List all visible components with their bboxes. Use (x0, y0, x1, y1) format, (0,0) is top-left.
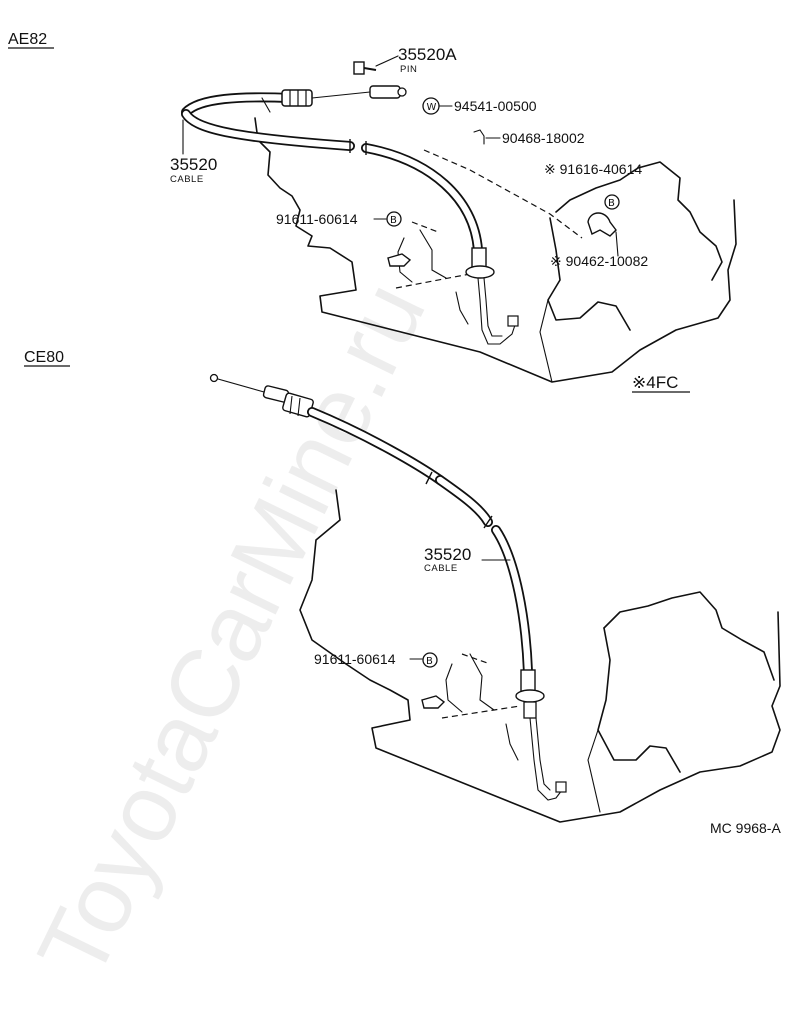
bolt-star-symbol-icon (604, 194, 620, 210)
section-label-ae82: AE82 (8, 31, 47, 48)
cotter-pin-icon (473, 129, 501, 145)
top-section: AE82 (8, 31, 737, 393)
bottom-cable-part-name: CABLE (424, 563, 458, 574)
cotter-part-number: 90468-18002 (502, 130, 585, 146)
top-bolt-symbol-icon (386, 211, 402, 227)
top-cable-part-name: CABLE (170, 174, 204, 185)
pin-icon (353, 61, 377, 75)
section-label-ce80: CE80 (24, 349, 64, 366)
top-bracket-icon (387, 253, 412, 267)
bottom-bolt-symbol-icon (422, 652, 438, 668)
top-cable-part-number: 35520 (170, 155, 217, 174)
pin-part-number: 35520A (398, 45, 457, 64)
reference-number: MC 9968-A (710, 820, 781, 836)
clamp-part-number: ※ 90462-10082 (550, 253, 648, 269)
washer-part-number: 94541-00500 (454, 98, 537, 114)
bottom-section: CE80 (24, 349, 781, 836)
top-bolt-part-number: 91611-60614 (276, 211, 358, 227)
clamp-icon (587, 212, 619, 257)
top-cable (181, 85, 519, 345)
bottom-cable (209, 373, 567, 801)
top-bolt-symbol: B (390, 215, 397, 226)
bolt-star-part-number: ※ 91616-40614 (544, 161, 642, 177)
watermark-text: ToyotaCarMine.ru (18, 266, 446, 994)
note-4fc: ※4FC (632, 373, 678, 392)
washer-symbol: W (427, 102, 437, 113)
bottom-transmission-outline (299, 489, 781, 823)
top-transmission-outline (254, 117, 737, 383)
bolt-star-symbol: B (608, 198, 615, 209)
bottom-bolt-part-number: 91611-60614 (314, 651, 396, 667)
bottom-cable-part-number: 35520 (424, 545, 471, 564)
pin-part-name: PIN (400, 64, 417, 75)
bottom-bracket-icon (421, 695, 446, 709)
bottom-bolt-symbol: B (426, 656, 433, 667)
